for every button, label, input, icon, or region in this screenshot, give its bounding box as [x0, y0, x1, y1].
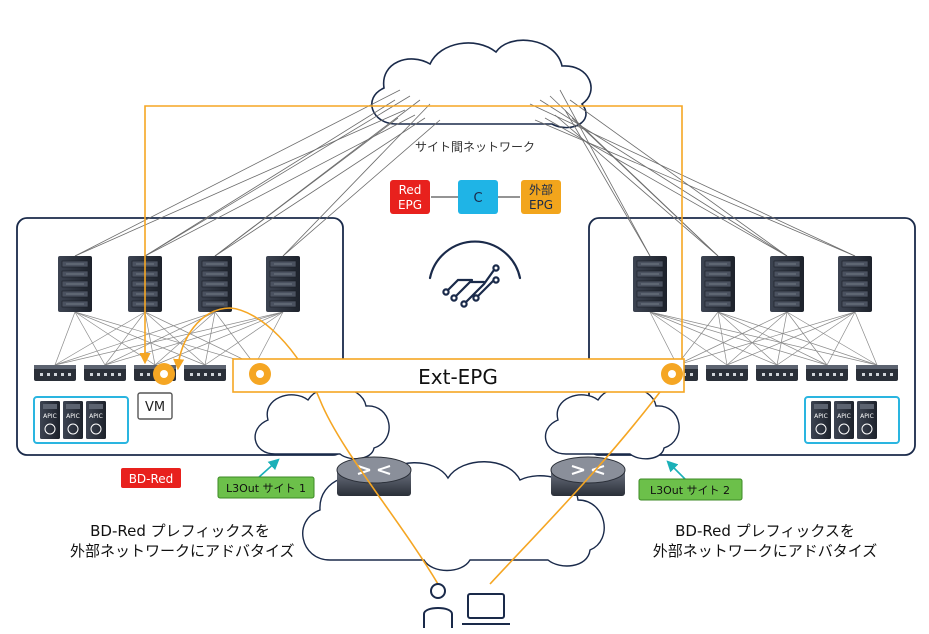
l3out-pointer-right: [666, 460, 687, 481]
stretch-path: [144, 105, 683, 372]
apic-server-icon: APIC: [857, 401, 877, 439]
gear-icon: [249, 363, 271, 385]
caption-right-line-2: 外部ネットワークにアドバタイズ: [652, 542, 878, 560]
router-site-2: [550, 456, 626, 496]
spine-server-icon: [838, 256, 872, 312]
svg-text:APIC: APIC: [814, 413, 828, 420]
intersite-network-cloud: [371, 39, 592, 129]
orchestrator-icon: [428, 240, 522, 308]
red-epg-box: [390, 180, 430, 214]
spine-server-icon: [266, 256, 300, 312]
vm-box: [137, 392, 173, 420]
leaf-switch-icon: [84, 365, 126, 381]
bd-red-label: BD-Red: [129, 472, 174, 486]
caption-right-line-1: BD-Red プレフィックスを: [675, 522, 855, 540]
contract-label: C: [473, 191, 482, 206]
site-1-fabric-links: [54, 311, 284, 366]
red-epg-line-2: EPG: [398, 198, 422, 212]
leaf-switch-icon: [184, 365, 226, 381]
gear-icon: [661, 363, 683, 385]
apic-controllers: APIC APIC APIC APIC APIC APIC: [40, 401, 877, 439]
external-epg-line-2: EPG: [529, 198, 553, 212]
svg-text:APIC: APIC: [43, 413, 57, 420]
site-2-fabric-links: [649, 311, 878, 366]
red-epg-line-1: Red: [399, 183, 422, 197]
external-epg-line-1: 外部: [529, 182, 553, 197]
laptop-icon: [462, 593, 510, 625]
svg-text:APIC: APIC: [860, 413, 874, 420]
caption-left-line-2: 外部ネットワークにアドバタイズ: [70, 542, 295, 560]
apic-server-icon: APIC: [40, 401, 60, 439]
leaf-switch-icon: [806, 365, 848, 381]
spine-server-icon: [58, 256, 92, 312]
svg-text:APIC: APIC: [837, 413, 851, 420]
spine-server-icon: [770, 256, 804, 312]
svg-text:APIC: APIC: [66, 413, 80, 420]
apic-server-icon: APIC: [86, 401, 106, 439]
ext-epg-label: Ext-EPG: [418, 365, 498, 389]
leaf-switch-icon: [756, 365, 798, 381]
user-icon: [423, 583, 453, 628]
gear-icon: [153, 363, 175, 385]
spine-server-icon: [633, 256, 667, 312]
apic-server-icon: APIC: [834, 401, 854, 439]
site-1-box: [16, 217, 344, 456]
l3out-site-2-badge: [638, 478, 743, 501]
l3out-site-2-label: L3Out サイト 2: [650, 484, 730, 497]
vm-label: VM: [145, 400, 165, 415]
l3out-site-1-label: L3Out サイト 1: [226, 482, 306, 495]
intersite-links: [74, 89, 856, 257]
apic-server-icon: APIC: [811, 401, 831, 439]
l3out-pointer-left: [257, 458, 280, 479]
ext-epg-bar: [232, 358, 685, 393]
svg-text:APIC: APIC: [89, 413, 103, 420]
apic-server-icon: APIC: [63, 401, 83, 439]
caption-left-line-1: BD-Red プレフィックスを: [90, 522, 270, 540]
leaf-switch-icon: [706, 365, 748, 381]
leaf-switch-icon: [34, 365, 76, 381]
l3out-site-1-badge: [217, 476, 315, 499]
external-path-right: [489, 375, 673, 585]
contract-box: [458, 180, 498, 214]
spine-server-icon: [701, 256, 735, 312]
spine-server-icon: [198, 256, 232, 312]
bd-red-badge: [121, 468, 181, 488]
leaf-switch-icon: [856, 365, 898, 381]
caption-left: BD-Red プレフィックスを 外部ネットワークにアドバタイズ: [70, 521, 295, 561]
external-epg-box: [521, 180, 561, 214]
caption-right: BD-Red プレフィックスを 外部ネットワークにアドバタイズ: [640, 521, 890, 561]
site-2-box: [588, 217, 916, 456]
intersite-network-label: サイト間ネットワーク: [415, 140, 535, 154]
